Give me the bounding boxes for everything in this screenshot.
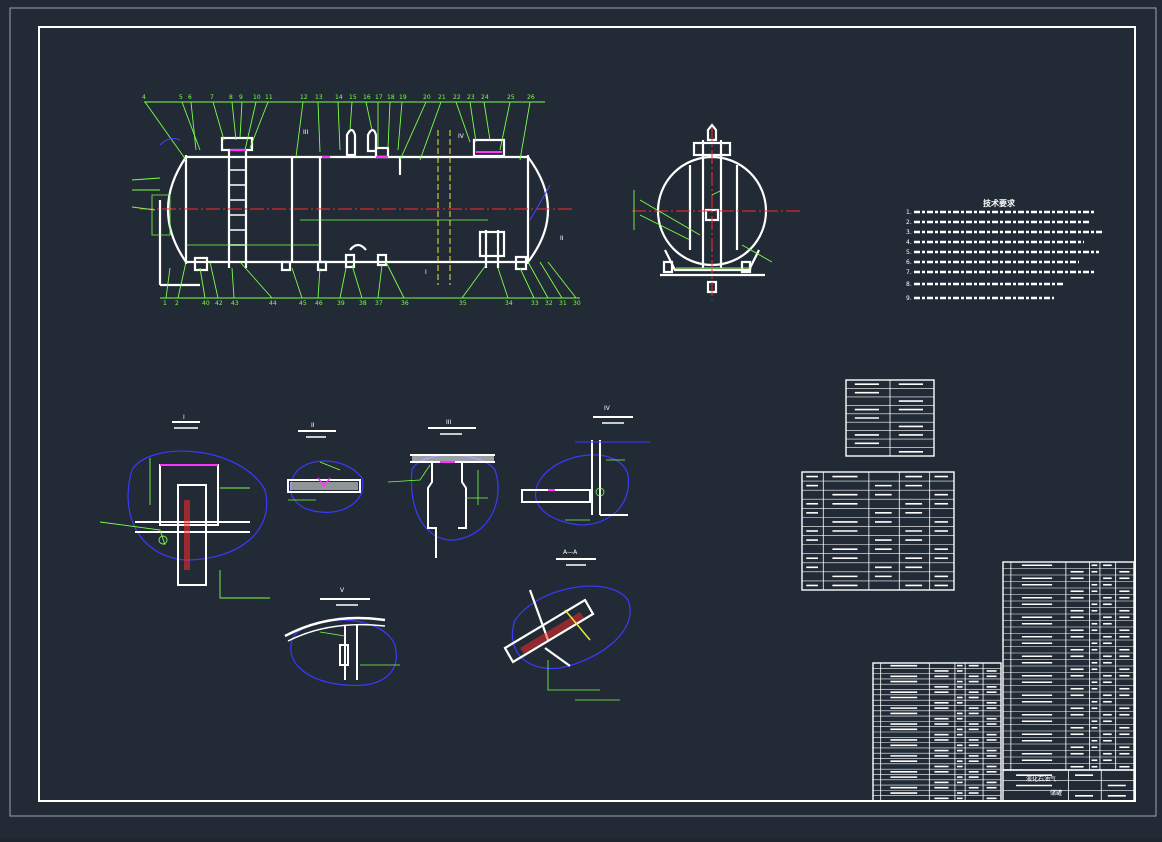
notes-lines: 1. 2. 3. 4. 5. 6. 7. 8. 9. — [906, 209, 1104, 302]
balloon-bottom: 42 — [215, 300, 223, 307]
balloon-bottom: 32 — [545, 300, 553, 307]
balloon-top: 19 — [399, 94, 407, 101]
balloon-top: 17 — [375, 94, 383, 101]
balloon-top: 10 — [253, 94, 261, 101]
note-number: 3. — [906, 229, 912, 236]
title-block — [1002, 769, 1135, 802]
balloon-bottom: 38 — [359, 300, 367, 307]
main-axis-lines — [437, 130, 451, 285]
sheet-outer-border — [9, 7, 1157, 817]
note-number: 6. — [906, 259, 912, 266]
balloon-bottom: 44 — [269, 300, 277, 307]
balloon-top: 8 — [229, 94, 233, 101]
balloon-top: 23 — [467, 94, 475, 101]
note-number: 5. — [906, 249, 912, 256]
balloon-bottom: 1 — [163, 300, 167, 307]
main-tank-view — [158, 128, 550, 287]
main-blue-arcs — [159, 137, 551, 221]
balloon-top: 24 — [481, 94, 489, 101]
balloon-top: 15 — [349, 94, 357, 101]
note-number: 2. — [906, 219, 912, 226]
main-magenta-marks — [230, 149, 502, 158]
main-mark-ii: II — [560, 235, 564, 242]
balloon-top: 12 — [300, 94, 308, 101]
balloon-top: 9 — [239, 94, 243, 101]
section-aa-label: A—A — [563, 549, 578, 556]
main-mark-iv: IV — [458, 133, 465, 140]
design-data-table — [845, 379, 935, 457]
balloon-top: 5 — [179, 94, 183, 101]
balloon-top: 11 — [265, 94, 273, 101]
note-number: 7. — [906, 269, 912, 276]
detail-i-label: I — [183, 414, 185, 421]
balloon-top: 4 — [142, 94, 146, 101]
balloons-bottom: 1 2 40 42 43 44 45 46 39 38 37 36 35 34 33 32 31 30 — [163, 300, 581, 307]
side-mark-i: I — [750, 265, 752, 272]
title-block-name: 液化石油气 — [1026, 775, 1056, 783]
balloon-top: 14 — [335, 94, 343, 101]
main-mark-iii: III — [303, 129, 309, 136]
note-number: 9. — [906, 295, 912, 302]
balloon-bottom: 35 — [459, 300, 467, 307]
parts-tables — [801, 379, 1135, 802]
balloon-top: 6 — [188, 94, 192, 101]
detail-ii: II — [287, 422, 364, 513]
note-number: 4. — [906, 239, 912, 246]
detail-iv: IV — [521, 405, 650, 526]
detail-iii-label: III — [446, 419, 452, 426]
balloon-top: 13 — [315, 94, 323, 101]
balloon-bottom: 40 — [202, 300, 210, 307]
nozzle-table — [801, 471, 955, 591]
detail-v: V — [284, 587, 400, 687]
parts-list-left — [872, 662, 1002, 802]
detail-iii: III — [387, 419, 499, 558]
title-block-sub: 储罐 — [1050, 789, 1062, 797]
balloon-bottom: 2 — [175, 300, 179, 307]
balloon-top: 7 — [210, 94, 214, 101]
notes-heading: 技术要求 — [983, 198, 1016, 208]
side-leader-lines — [633, 190, 773, 269]
balloon-top: 26 — [527, 94, 535, 101]
balloon-bottom: 43 — [231, 300, 239, 307]
balloon-top: 22 — [453, 94, 461, 101]
balloon-top: 16 — [363, 94, 371, 101]
main-leader-lines — [131, 101, 580, 299]
side-centre-lines — [632, 128, 802, 300]
main-inner-dim — [151, 194, 488, 246]
balloon-bottom: 46 — [315, 300, 323, 307]
balloon-top: 21 — [438, 94, 446, 101]
detail-ii-label: II — [311, 422, 315, 429]
technical-notes: 技术要求 1. 2. 3. 4. 5. 6. 7. 8. 9. — [906, 198, 1104, 302]
balloon-top: 25 — [507, 94, 515, 101]
detail-i: I — [99, 414, 270, 599]
balloon-bottom: 33 — [531, 300, 539, 307]
balloon-top: 18 — [387, 94, 395, 101]
note-number: 1. — [906, 209, 912, 216]
balloon-bottom: 45 — [299, 300, 307, 307]
detail-iv-label: IV — [604, 405, 611, 412]
parts-list-right — [1002, 561, 1135, 771]
balloon-bottom: 30 — [573, 300, 581, 307]
section-aa: A—A — [503, 549, 631, 701]
detail-v-label: V — [340, 587, 345, 594]
sheet-frame — [38, 26, 1136, 802]
balloon-bottom: 39 — [337, 300, 345, 307]
balloon-bottom: 31 — [559, 300, 567, 307]
main-mark-i: I — [425, 269, 427, 276]
note-number: 8. — [906, 281, 912, 288]
balloon-bottom: 34 — [505, 300, 513, 307]
balloon-bottom: 36 — [401, 300, 409, 307]
balloon-top: 20 — [423, 94, 431, 101]
balloon-bottom: 37 — [375, 300, 383, 307]
